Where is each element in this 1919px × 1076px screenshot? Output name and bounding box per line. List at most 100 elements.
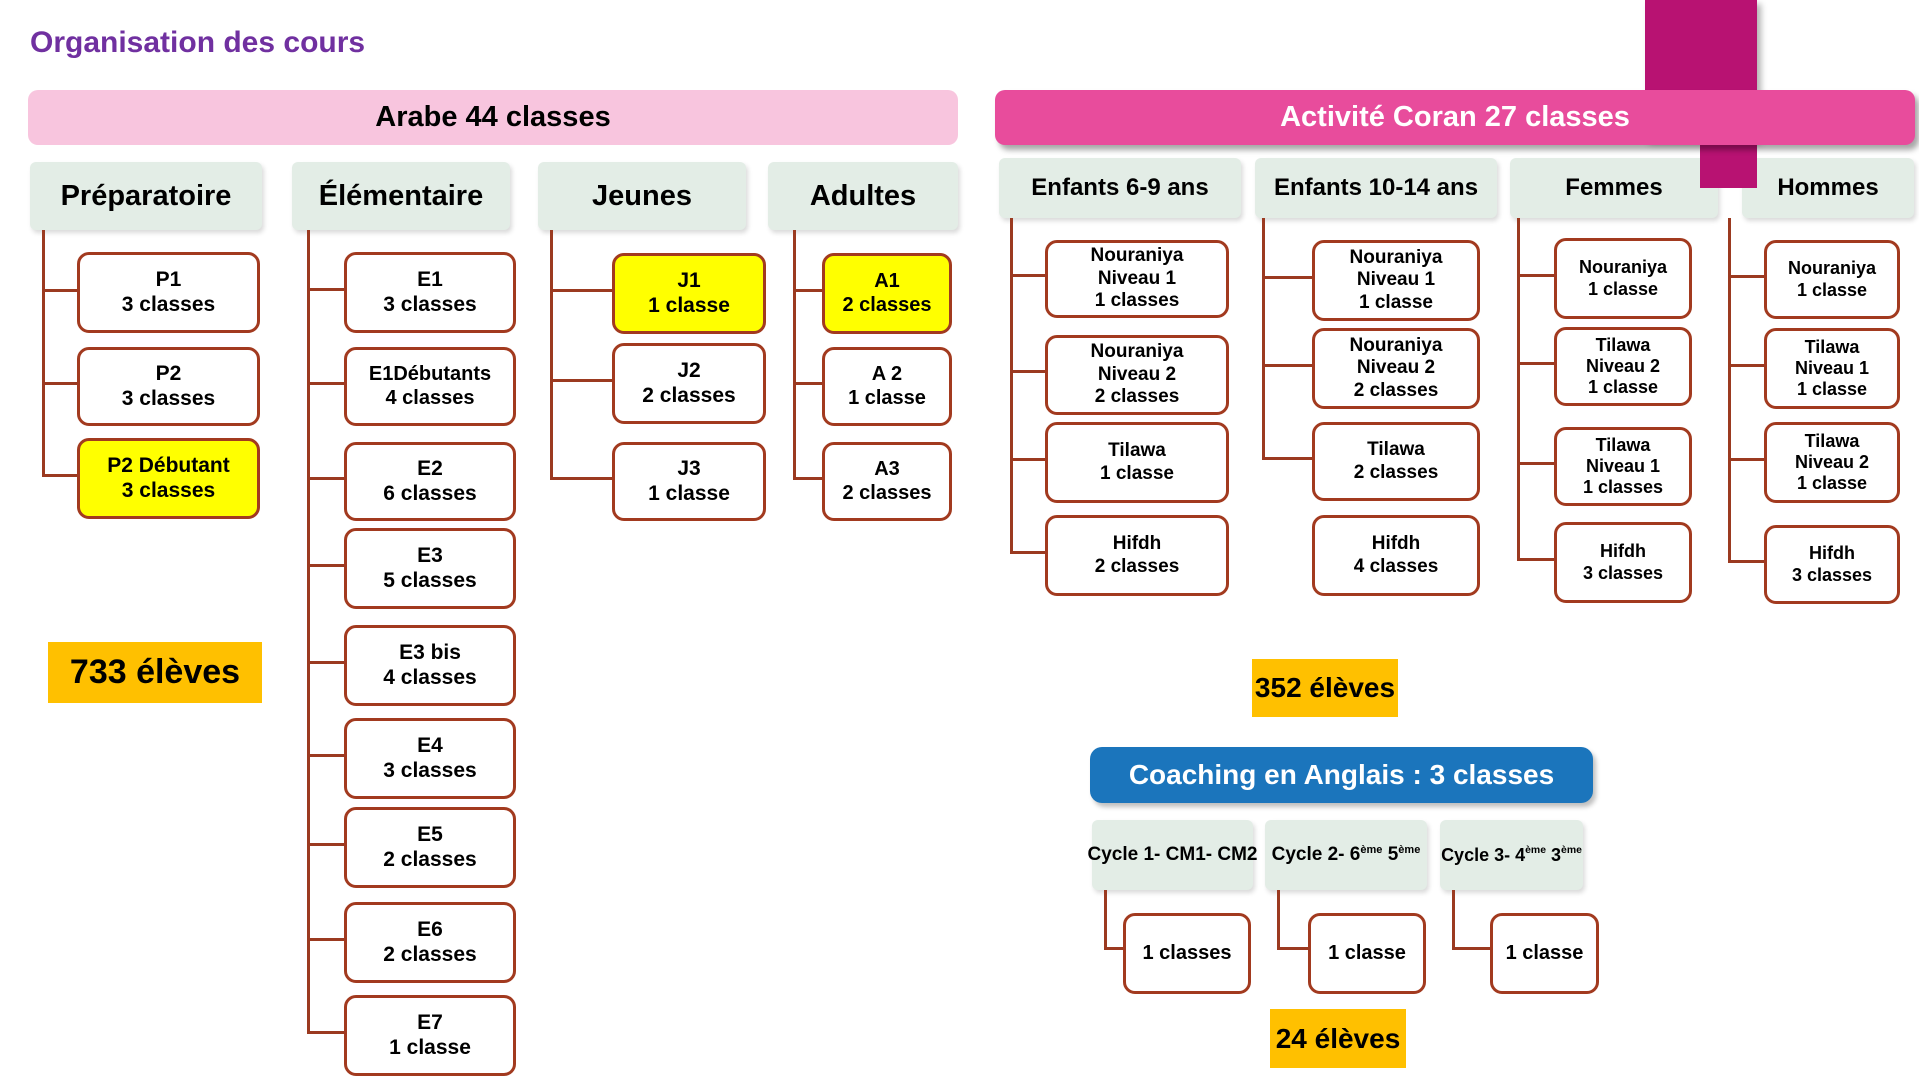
node-line: Tilawa [1367,439,1425,461]
node-line: 1 classe [1328,941,1406,964]
node-line: E3 bis [399,640,461,664]
node-line: 3 classes [383,292,477,316]
node-line: 1 classe [1587,377,1659,398]
node-e2: E2 6 classes [344,442,516,521]
node-line: 5 classes [383,568,477,592]
node-line: 2 classes [383,847,477,871]
decor-rect-tail [1700,138,1757,188]
anglais-total-badge: 24 élèves [1270,1009,1406,1068]
node-line: Tilawa [1804,336,1860,357]
node-line: A 2 [871,362,903,385]
node-nouraniya-n1-enfants69: Nouraniya Niveau 1 1 classes [1045,240,1229,318]
connector-stub [1010,274,1045,277]
node-line: 3 classes [121,478,216,502]
node-e5: E5 2 classes [344,807,516,888]
connector-stub [1517,362,1554,365]
node-line: P2 Débutant [107,453,230,477]
node-line: 1 classe [648,481,730,505]
node-tilawa-n2-hommes: Tilawa Niveau 2 1 classe [1764,422,1900,503]
column-header-femmes: Femmes [1510,158,1718,218]
coran-banner: Activité Coran 27 classes [995,90,1915,145]
node-line: 1 classe [389,1035,471,1059]
node-line: E5 [417,822,443,846]
node-line: Nouraniya [1090,245,1184,267]
cycle-header-text: Cycle 1- CM1- CM2 [1087,844,1258,865]
arabe-banner: Arabe 44 classes [28,90,958,145]
connector-stub [550,289,612,292]
node-nouraniya-n2-enfants69: Nouraniya Niveau 2 2 classes [1045,335,1229,415]
node-line: 2 classes [383,942,477,966]
node-line: A3 [874,457,900,480]
cycle-header-sup: ème [1398,844,1421,857]
connector-stub [793,477,822,480]
node-e3-bis: E3 bis 4 classes [344,625,516,706]
node-e1-debutants: E1Débutants 4 classes [344,347,516,426]
node-line: 2 classes [842,481,932,504]
node-line: J3 [677,456,701,480]
connector-stub [1728,458,1764,461]
node-line: 3 classes [121,292,216,316]
node-line: 1 classes [1142,941,1232,964]
connector-stub [1010,458,1045,461]
node-nouraniya-femmes: Nouraniya 1 classe [1554,238,1692,319]
cycle-1-header: Cycle 1- CM1- CM2 [1088,820,1258,890]
node-line: Tilawa [1595,434,1651,455]
node-line: Nouraniya [1349,334,1443,356]
connector-trunk [1277,890,1280,950]
node-tilawa-n1-femmes: Tilawa Niveau 1 1 classes [1554,427,1692,506]
connector-stub [793,382,822,385]
connector-trunk [42,230,45,477]
connector-stub [1728,560,1764,563]
node-p1: P1 3 classes [77,252,260,333]
connector-trunk [1104,890,1107,950]
node-line: 2 classes [1353,379,1439,401]
node-cycle2-classes: 1 classe [1308,913,1426,994]
node-line: Nouraniya [1578,257,1668,278]
connector-stub [793,289,822,292]
connector-stub [1517,558,1554,561]
node-line: 1 classe [848,386,926,409]
node-line: 4 classes [385,386,475,409]
node-line: 2 classes [842,293,932,316]
node-line: Hifdh [1112,533,1162,555]
node-tilawa-n2-femmes: Tilawa Niveau 2 1 classe [1554,327,1692,406]
node-line: J1 [677,268,701,292]
page-title: Organisation des cours [30,26,366,59]
node-a3: A3 2 classes [822,442,952,521]
cycle-header-text: 5 [1382,844,1399,865]
node-line: 2 classes [1094,555,1180,577]
node-line: 1 classe [648,293,730,317]
node-line: P2 [155,361,182,385]
cycle-header-text: Cycle 2- 6 [1271,844,1361,865]
connector-stub [42,289,77,292]
node-line: Tilawa [1804,430,1860,451]
node-line: 2 classes [642,383,736,407]
node-tilawa-enfants69: Tilawa 1 classe [1045,422,1229,503]
column-header-preparatoire: Préparatoire [30,162,262,230]
node-hifdh-femmes: Hifdh 3 classes [1554,522,1692,603]
connector-stub [307,754,344,757]
node-tilawa-enfants1014: Tilawa 2 classes [1312,422,1480,501]
node-line: Niveau 2 [1585,355,1661,376]
column-header-hommes: Hommes [1742,158,1914,218]
node-cycle1-classes: 1 classes [1123,913,1251,994]
node-e3: E3 5 classes [344,528,516,609]
connector-stub [307,288,344,291]
node-tilawa-n1-hommes: Tilawa Niveau 1 1 classe [1764,328,1900,409]
connector-stub [1517,462,1554,465]
node-line: 1 classes [1094,290,1180,312]
node-e6: E6 2 classes [344,902,516,983]
node-line: P1 [155,267,182,291]
anglais-banner: Coaching en Anglais : 3 classes [1090,747,1593,803]
connector-stub [1277,947,1308,950]
connector-stub [1104,947,1123,950]
column-header-jeunes: Jeunes [538,162,746,230]
connector-trunk [550,230,553,480]
node-line: 1 classe [1796,473,1868,494]
node-p2-debutant: P2 Débutant 3 classes [77,438,260,519]
connector-trunk [1452,890,1455,950]
node-j3: J3 1 classe [612,442,766,521]
connector-stub [1262,364,1312,367]
node-line: 1 classe [1359,291,1433,313]
